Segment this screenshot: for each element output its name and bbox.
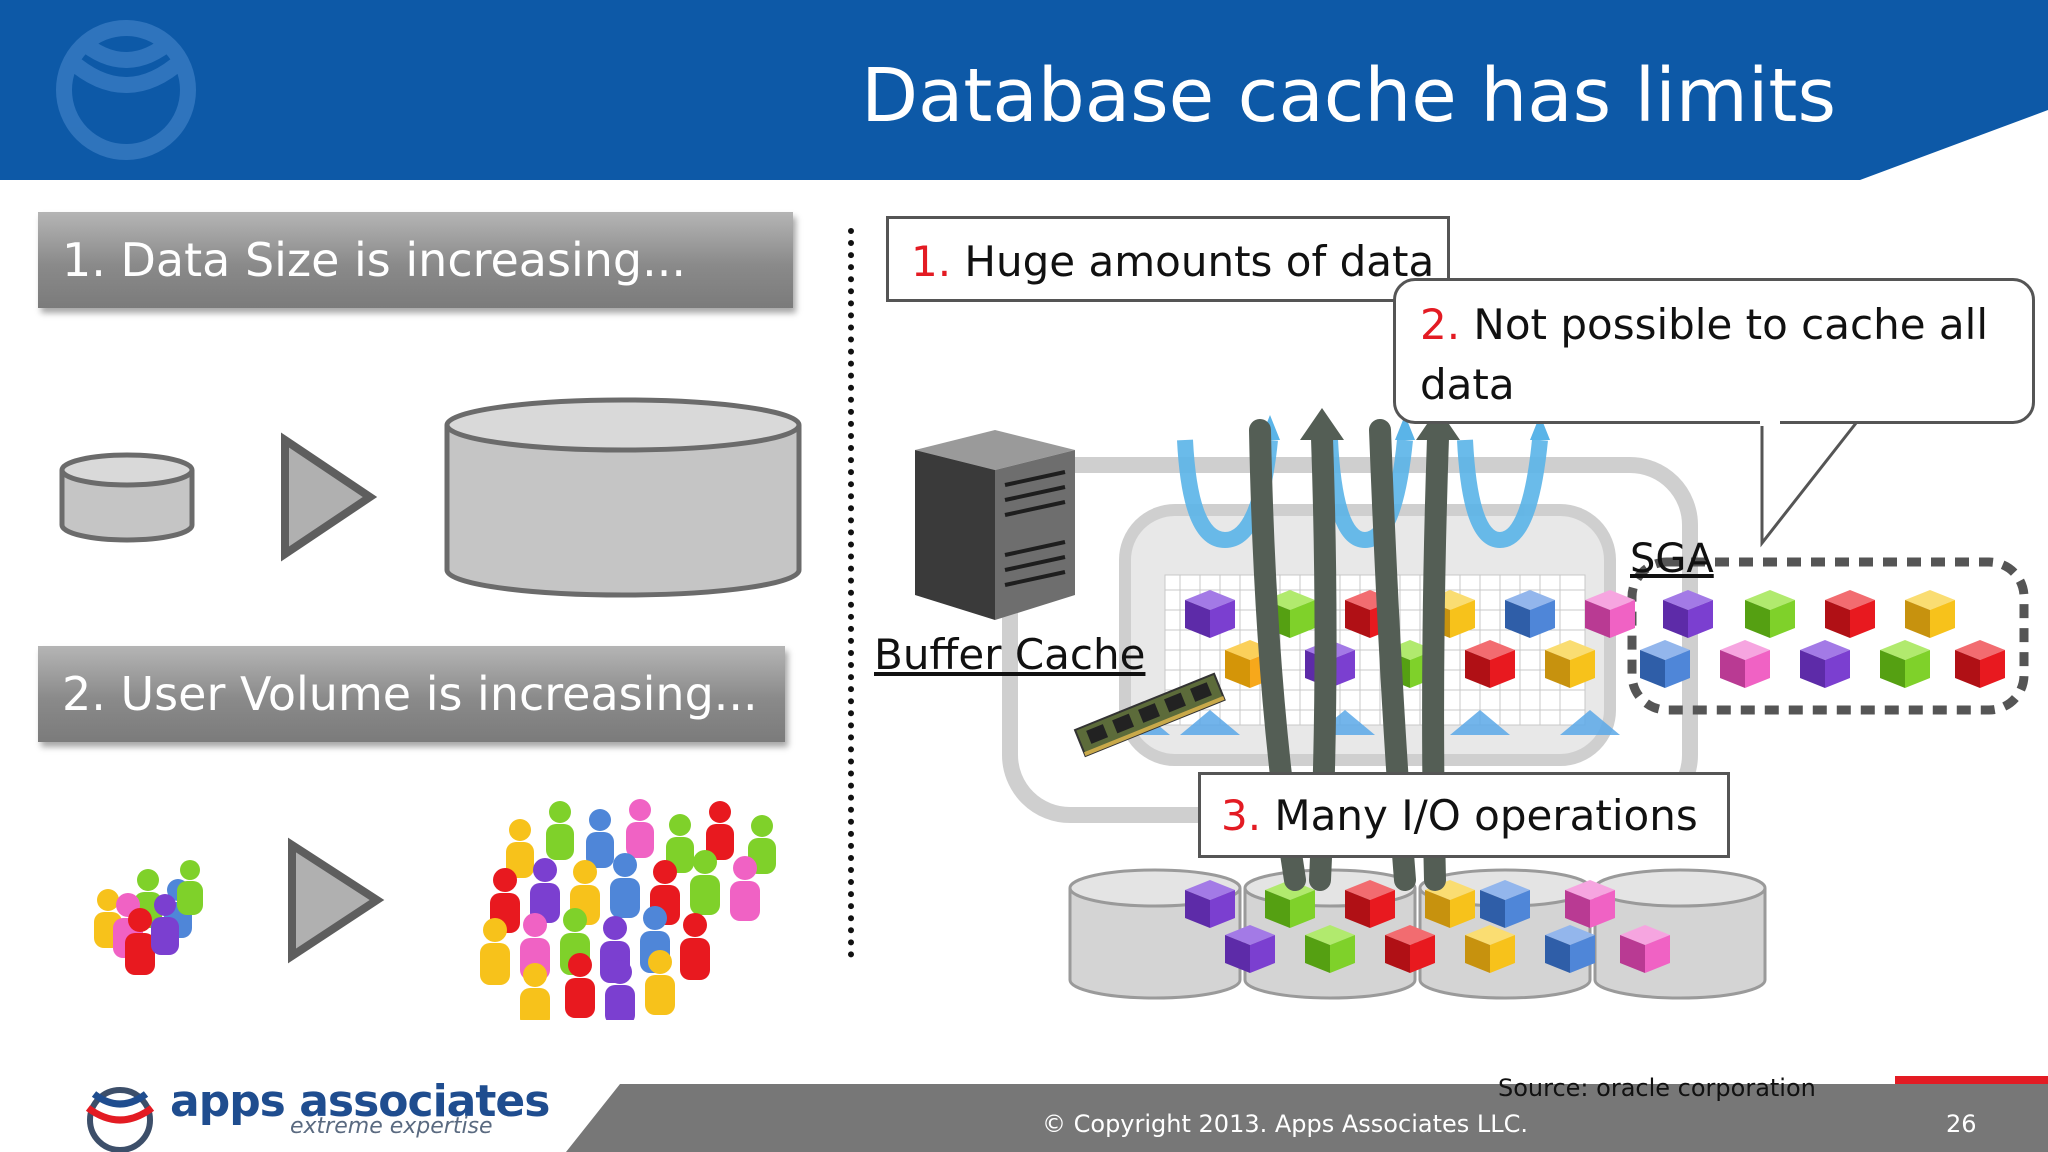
callout-pointer [1760, 417, 1862, 548]
logo-emblem-icon [56, 20, 196, 160]
left-illustrations [59, 397, 802, 1020]
callout-text: Not possible to cache all [1460, 300, 1988, 349]
callout-many-io: 3. Many I/O operations [1198, 772, 1730, 858]
callout-number: 2. [1420, 300, 1461, 349]
brand-tagline: extreme expertise [290, 1114, 493, 1139]
page-title: Database cache has limits [861, 53, 1836, 139]
database-cylinder-icon [444, 397, 802, 598]
callout-number: 3. [1221, 791, 1262, 840]
callout-text: Huge amounts of data [951, 237, 1435, 286]
sga-label: SGA [1630, 536, 1714, 582]
brand-name: apps associates [170, 1076, 550, 1127]
footer-bar [85, 1076, 2048, 1152]
section-divider [848, 228, 854, 958]
callout-huge-data: 1. Huge amounts of data [886, 216, 1450, 302]
callout-text: Many I/O operations [1261, 791, 1698, 840]
database-cylinder-icon [59, 452, 195, 543]
source-note: Source: oracle corporation [1498, 1074, 1816, 1102]
brand-logo-icon [85, 1087, 155, 1152]
play-triangle-icon [288, 837, 385, 964]
data-size-bar: 1. Data Size is increasing... [38, 212, 793, 308]
buffer-cache-label: Buffer Cache [874, 630, 1146, 679]
database-cylinder-icon [1593, 868, 1767, 1000]
sga-diagram [915, 408, 2029, 1000]
callout-text-line2: data [1420, 360, 1515, 409]
callout-not-possible: 2. Not possible to cache all data [1393, 278, 2035, 424]
header-bar [0, 0, 2048, 180]
user-volume-bar: 2. User Volume is increasing... [38, 646, 785, 742]
people-group-icon [480, 799, 776, 1020]
copyright: © Copyright 2013. Apps Associates LLC. [1042, 1110, 1528, 1138]
callout-number: 1. [911, 237, 952, 286]
header-decoration [56, 20, 2048, 190]
callout-pointer-cover [1760, 418, 1780, 426]
page-number: 26 [1946, 1110, 1977, 1138]
memory-module-icon [1073, 672, 1226, 758]
play-triangle-icon [281, 432, 378, 562]
server-icon [915, 430, 1075, 620]
people-group-icon [94, 860, 203, 975]
